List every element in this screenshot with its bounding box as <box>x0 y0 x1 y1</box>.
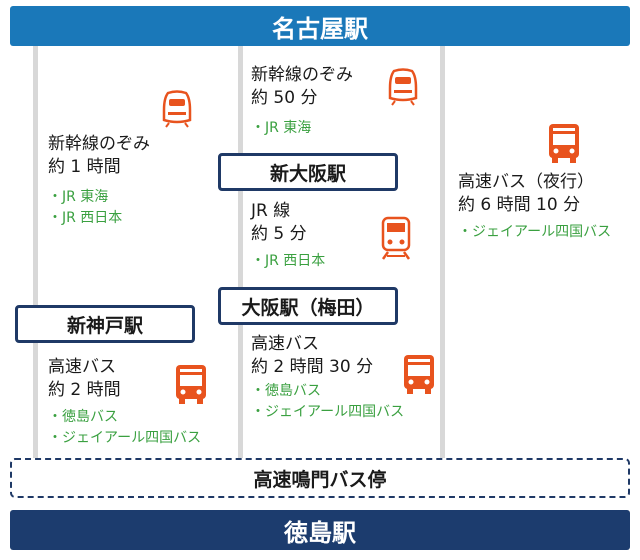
operators-osaka-naruto: ・徳島バス ・ジェイアール四国バス <box>251 381 404 423</box>
station-nagoya: 名古屋駅 <box>10 6 630 46</box>
route-duration: 約 50 分 <box>251 88 318 108</box>
route-duration: 約 6 時間 10 分 <box>458 195 581 215</box>
route-osaka-naruto: 高速バス 約 2 時間 30 分 <box>251 333 373 379</box>
bus-icon <box>404 355 434 394</box>
route-mode: JR 線 <box>251 201 291 221</box>
operator: ・ジェイアール四国バス <box>251 404 405 420</box>
route-mode: 高速バス <box>48 357 116 377</box>
station-osaka-umeda: 大阪駅（梅田） <box>218 287 398 325</box>
route-duration: 約 5 分 <box>251 224 307 244</box>
route-shinkobe-naruto: 高速バス 約 2 時間 <box>48 356 121 402</box>
operators-shinkobe-naruto: ・徳島バス ・ジェイアール四国バス <box>48 407 201 449</box>
operator: ・JR 東海 <box>48 189 109 205</box>
track-line-middle <box>238 46 243 461</box>
operator: ・徳島バス <box>251 383 321 399</box>
route-mode: 高速バス <box>251 334 319 354</box>
route-duration: 約 1 時間 <box>48 157 121 177</box>
operator: ・ジェイアール四国バス <box>458 224 612 240</box>
route-nagoya-shinkobe: 新幹線のぞみ 約 1 時間 <box>48 133 150 179</box>
track-line-right <box>440 46 445 461</box>
track-line-left <box>33 46 38 461</box>
station-shin-kobe: 新神戸駅 <box>15 305 195 343</box>
shinkansen-icon <box>162 90 192 128</box>
operator: ・ジェイアール四国バス <box>48 430 202 446</box>
bus-icon <box>176 365 206 404</box>
bus-stop-naruto: 高速鳴門バス停 <box>10 458 630 498</box>
route-nagoya-shinosaka: 新幹線のぞみ 約 50 分 <box>251 64 353 110</box>
route-mode: 高速バス（夜行） <box>458 172 594 192</box>
route-mode: 新幹線のぞみ <box>251 65 353 85</box>
operator: ・JR 西日本 <box>251 253 326 269</box>
operator: ・JR 東海 <box>251 120 312 136</box>
route-duration: 約 2 時間 30 分 <box>251 357 374 377</box>
route-duration: 約 2 時間 <box>48 380 121 400</box>
operator: ・徳島バス <box>48 409 118 425</box>
shinkansen-icon <box>388 68 418 106</box>
route-nagoya-night-bus: 高速バス（夜行） 約 6 時間 10 分 <box>458 171 594 217</box>
station-shin-osaka: 新大阪駅 <box>218 153 398 191</box>
operators-nagoya-shinosaka: ・JR 東海 <box>251 118 311 139</box>
station-tokushima: 徳島駅 <box>10 510 630 550</box>
operators-nagoya-shinkobe: ・JR 東海 ・JR 西日本 <box>48 187 122 229</box>
train-icon <box>381 216 411 260</box>
operators-shinosaka-osaka: ・JR 西日本 <box>251 251 325 272</box>
route-shinosaka-osaka: JR 線 約 5 分 <box>251 200 307 246</box>
route-mode: 新幹線のぞみ <box>48 134 150 154</box>
bus-icon <box>549 124 579 163</box>
operator: ・JR 西日本 <box>48 210 123 226</box>
operators-nagoya-night-bus: ・ジェイアール四国バス <box>458 222 611 243</box>
